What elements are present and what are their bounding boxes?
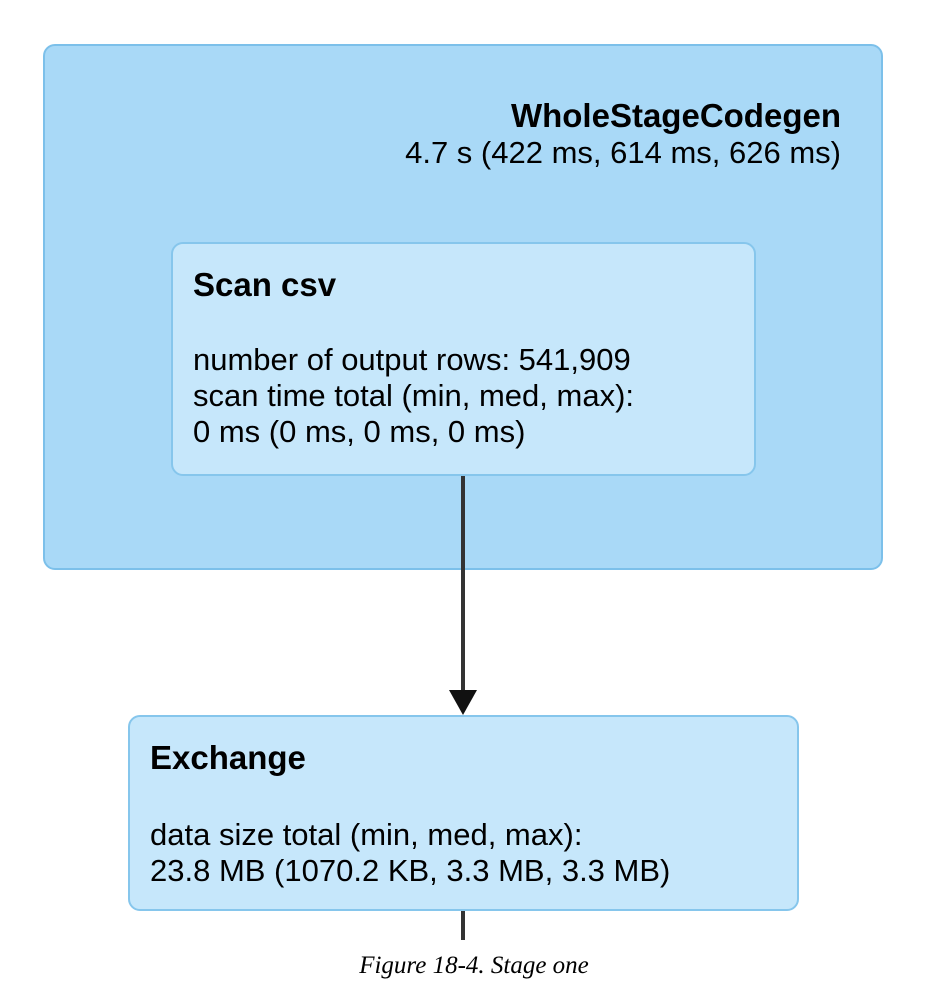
scan-csv-scan-time-value: 0 ms (0 ms, 0 ms, 0 ms) bbox=[193, 414, 526, 449]
scan-csv-scan-time-label: scan time total (min, med, max): bbox=[193, 378, 635, 413]
scan-csv-node: Scan csv number of output rows: 541,909 … bbox=[171, 242, 756, 476]
exchange-node: Exchange data size total (min, med, max)… bbox=[128, 715, 799, 911]
exchange-data-size-value: 23.8 MB (1070.2 KB, 3.3 MB, 3.3 MB) bbox=[150, 853, 671, 888]
whole-stage-codegen-title: WholeStageCodegen bbox=[510, 97, 841, 134]
whole-stage-codegen-time: 4.7 s (422 ms, 614 ms, 626 ms) bbox=[405, 135, 841, 170]
exchange-data-size-label: data size total (min, med, max): bbox=[150, 817, 583, 852]
figure-caption: Figure 18-4. Stage one bbox=[359, 952, 589, 979]
edge-arrowhead bbox=[449, 690, 477, 715]
scan-csv-output-rows: number of output rows: 541,909 bbox=[193, 342, 631, 377]
scan-csv-title: Scan csv bbox=[193, 266, 337, 303]
exchange-title: Exchange bbox=[150, 739, 306, 776]
